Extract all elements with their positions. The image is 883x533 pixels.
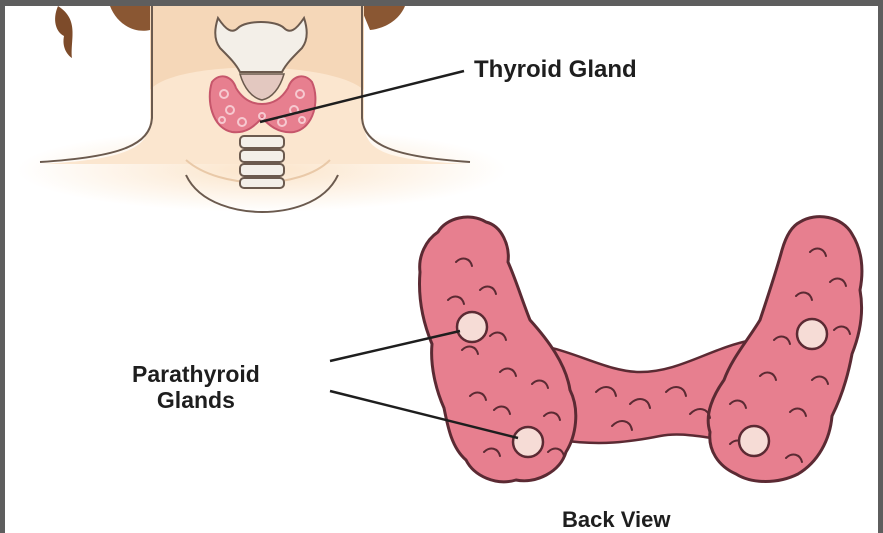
thyroid-gland-label: Thyroid Gland: [474, 56, 637, 84]
trachea: [240, 136, 284, 188]
hair-left: [55, 6, 72, 58]
parathyroid-label-line1: Parathyroid: [132, 361, 260, 387]
parathyroid-left-upper: [457, 312, 487, 342]
thyroid-back-view: [420, 217, 862, 482]
parathyroid-right-lower: [739, 426, 769, 456]
parathyroid-left-lower: [513, 427, 543, 457]
hair-right: [360, 6, 405, 30]
parathyroid-glands-label: Parathyroid Glands: [132, 361, 260, 414]
parathyroid-label-line2: Glands: [132, 387, 260, 413]
thyroid-left-lobe: [420, 217, 576, 482]
neck-illustration: [17, 6, 507, 212]
parathyroid-right-upper: [797, 319, 827, 349]
hair-left-back: [110, 6, 152, 31]
back-view-caption: Back View: [562, 507, 670, 532]
